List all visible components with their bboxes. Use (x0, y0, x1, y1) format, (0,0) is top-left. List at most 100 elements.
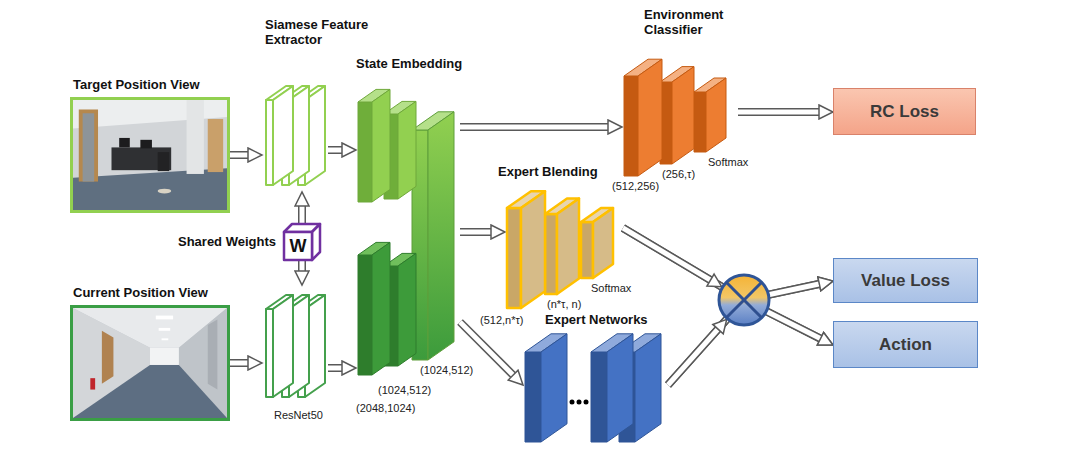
arrow-shaft (738, 110, 821, 115)
panel-heading: Target Position View (73, 78, 200, 93)
network-layer (624, 59, 662, 176)
layer-side (541, 334, 567, 442)
block-arrow (302, 204, 303, 224)
embedding-layers (358, 89, 454, 375)
ellipsis-dot (577, 400, 582, 405)
layer-side (372, 242, 390, 375)
network-layer (266, 86, 293, 185)
arrow-outline (328, 146, 344, 154)
arrow-outline (298, 260, 306, 273)
layer-side (638, 59, 662, 176)
fire-extinguisher (90, 378, 95, 389)
network-layer (694, 78, 726, 152)
network-layer (545, 199, 579, 294)
dimension-label: (1024,512) (420, 364, 473, 377)
arrow-outline (230, 359, 250, 367)
network-layer (525, 334, 567, 442)
stack-heading: Expert Networks (545, 313, 648, 328)
layer-side (521, 191, 545, 308)
door (102, 331, 114, 384)
stack-heading: State Embedding (356, 57, 462, 72)
expert-layers (525, 334, 661, 442)
layer-front (266, 100, 273, 185)
combiner-cross (726, 282, 761, 317)
arrow-shaft (460, 230, 493, 235)
layer-stack: Expert Networks (523, 328, 668, 446)
image-panel: Target Position View (70, 97, 230, 213)
ceiling-light (159, 328, 171, 331)
layer-side (706, 78, 726, 152)
dimension-label: (n*τ, n) (547, 298, 581, 311)
layer-front (358, 102, 372, 202)
network-layer (266, 295, 293, 397)
arrow-outline (230, 151, 250, 159)
block-arrow (738, 112, 821, 113)
layer-side (428, 112, 454, 360)
corridor-end (150, 348, 179, 365)
block-arrow (302, 260, 303, 273)
ceiling-light (162, 338, 169, 340)
feature-extractor-layers (266, 86, 325, 185)
block-arrow (460, 232, 493, 233)
loss-box: RC Loss (833, 88, 976, 135)
layer-side (593, 208, 613, 278)
stack-heading: Expert Blending (498, 165, 598, 180)
column (187, 100, 204, 174)
arrow-shaft (300, 260, 305, 273)
stack-heading: Siamese Feature Extractor (265, 18, 375, 48)
arrow-outline (460, 123, 610, 131)
stack-heading: Environment Classifier (644, 8, 744, 38)
experts-art (523, 328, 668, 446)
combiner-circle (719, 275, 769, 325)
corridor-photo (73, 308, 227, 418)
backbone-label: ResNet50 (274, 409, 323, 422)
output-box: Action (833, 321, 978, 368)
image-panel: Current Position View (70, 305, 230, 421)
floor (73, 365, 227, 418)
layer-side (398, 253, 416, 366)
corridor-art (73, 308, 227, 418)
chair (158, 152, 170, 171)
dimension-label: (1024,512) (378, 384, 431, 397)
combiner-cross (726, 282, 761, 317)
monitor (140, 140, 152, 149)
arrow-shaft (230, 361, 250, 366)
ceiling-light (156, 316, 173, 320)
layer-side (607, 334, 633, 442)
block-arrow (328, 368, 344, 369)
cube-heading: Shared Weights (178, 235, 276, 250)
dimension-label: (2048,1024) (356, 402, 415, 415)
network-layer (581, 208, 613, 278)
layer-front (266, 309, 273, 397)
arrow-outline (298, 204, 306, 224)
box-label: RC Loss (870, 102, 939, 122)
layer-side (635, 334, 661, 442)
layer-front (525, 352, 541, 442)
box-label: Value Loss (861, 271, 950, 291)
siamese-art (262, 80, 328, 192)
arrow-shaft (230, 153, 250, 158)
door-frame (79, 109, 98, 181)
block-arrow (460, 127, 610, 128)
layer-front (591, 352, 607, 442)
layer-side (273, 295, 293, 397)
office-art (73, 100, 227, 210)
block-arrow (328, 150, 344, 151)
background (73, 308, 227, 418)
feature-extractor-layers (266, 295, 325, 397)
floor-mark (158, 189, 171, 194)
arrow-shaft (460, 125, 610, 130)
dimension-label: (512,n*τ) (480, 314, 523, 327)
network-layer (591, 334, 633, 442)
layer-stack: Siamese Feature Extractor (262, 80, 328, 192)
layer-side (372, 89, 390, 202)
layer-front (507, 208, 521, 308)
dimension-label: (512,256) (612, 180, 659, 193)
shared-weights-cube (284, 224, 320, 260)
cube-front (284, 232, 312, 260)
desk (112, 147, 172, 170)
door (208, 319, 218, 389)
blend-art (505, 180, 623, 315)
layer-front (694, 92, 706, 152)
